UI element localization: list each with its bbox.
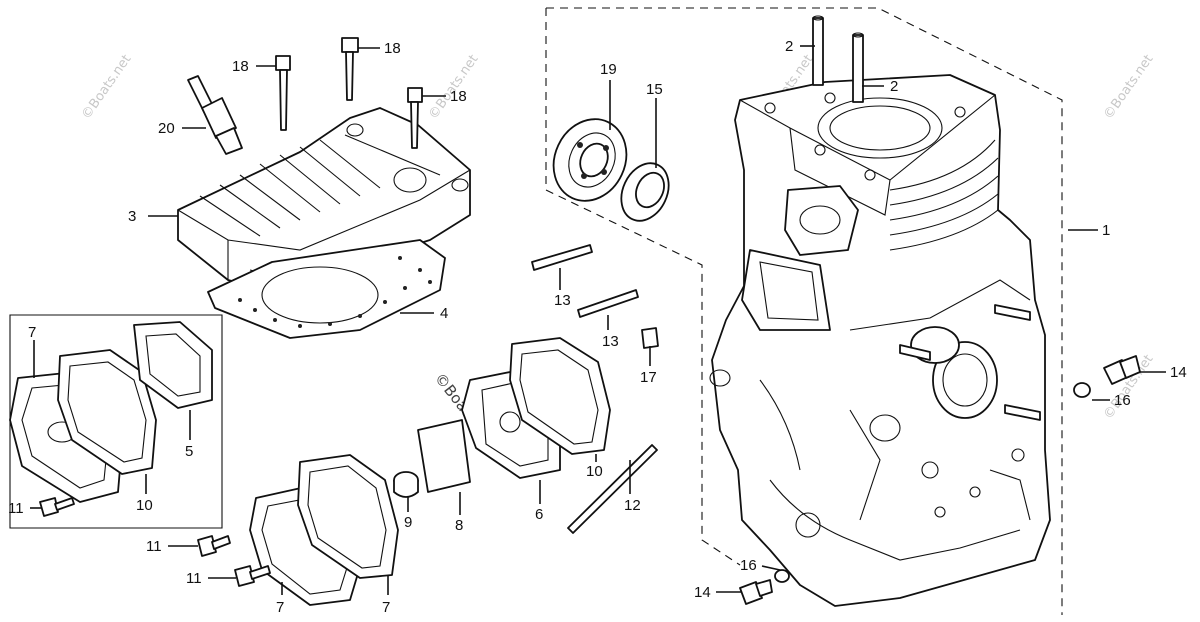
assembly-outline [545,7,1063,615]
callout-7: 7 [276,599,284,616]
watermark: ©Boats.net [1101,52,1156,122]
oil-seal [620,162,670,222]
bolts-front [197,535,271,587]
callout-7: 7 [28,324,36,341]
callout-11: 11 [146,538,162,555]
callout-10: 10 [586,463,603,480]
callout-19: 19 [600,61,617,78]
callout-16: 16 [1114,392,1131,409]
breather-valve [393,471,419,498]
callout-3: 3 [128,208,136,225]
callout-20: 20 [158,120,175,137]
callout-18: 18 [384,40,401,57]
callout-13: 13 [554,292,571,309]
breather-gasket-left [57,349,157,475]
cylinder-block [709,74,1051,607]
callout-16: 16 [740,557,757,574]
callout-11: 11 [186,570,202,587]
callout-7: 7 [382,599,390,616]
callout-8: 8 [455,517,463,534]
dowel-17 [641,327,659,349]
spark-plug [187,75,243,155]
bolt-left-box [39,497,75,517]
ball-bearing [552,118,628,202]
callout-5: 5 [185,443,193,460]
head-gasket [207,239,446,339]
callout-4: 4 [440,305,448,322]
stud-bolts [531,244,639,318]
filter-element [417,419,471,493]
washer-bottom [774,569,790,583]
callout-14: 14 [1170,364,1187,381]
callout-17: 17 [640,369,657,386]
callout-6: 6 [535,506,543,523]
callout-9: 9 [404,514,412,531]
callout-10: 10 [136,497,153,514]
callout-11: 11 [8,500,24,517]
callout-2: 2 [785,38,793,55]
drain-plug-bottom [739,579,773,605]
long-stud [567,444,658,534]
breather-gasket-mid [509,337,611,455]
callout-14: 14 [694,584,711,601]
callout-18: 18 [232,58,249,75]
head-bolts [275,37,423,149]
callout-12: 12 [624,497,641,514]
breather-plate [133,321,213,409]
breather-gasket-front [297,454,399,579]
watermark: ©Boats.net [79,52,134,122]
left-group-box [9,314,223,529]
drain-plug-right [1103,355,1141,385]
callout-2: 2 [890,78,898,95]
callout-13: 13 [602,333,619,350]
callout-15: 15 [646,81,663,98]
callout-18: 18 [450,88,467,105]
callout-1: 1 [1102,222,1110,239]
washer-right [1073,382,1091,398]
leader-lines [30,45,1166,595]
dowel-pins [812,15,864,103]
